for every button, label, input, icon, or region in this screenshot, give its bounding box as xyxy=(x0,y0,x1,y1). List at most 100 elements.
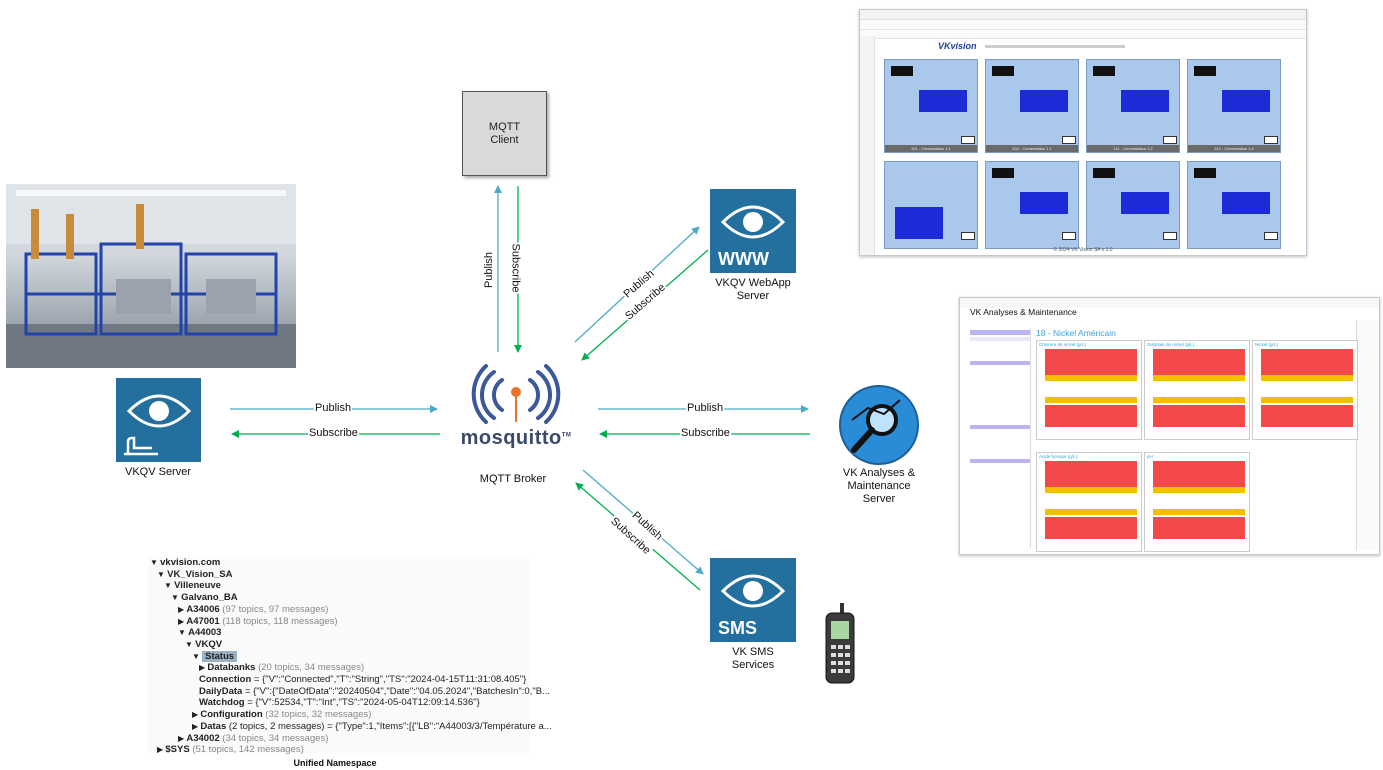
tree-node-name: DailyData xyxy=(199,685,243,697)
collapsed-caret-icon[interactable]: ▶ xyxy=(178,733,187,743)
tank-level xyxy=(1222,90,1270,112)
expanded-caret-icon[interactable]: ▼ xyxy=(171,593,182,603)
analysis-chart-title: Acide borique (g/L) xyxy=(1039,454,1078,459)
limit-band xyxy=(1045,375,1137,381)
analysis-chart[interactable]: Acide borique (g/L) xyxy=(1036,452,1142,552)
panel-caption-bar: 212 - Cementation 1.3 xyxy=(1188,145,1280,152)
eye-icon xyxy=(720,205,786,239)
analysis-chart[interactable]: Nickel (g/L) xyxy=(1252,340,1358,440)
limit-band xyxy=(1045,397,1137,403)
tree-node-name: Datas xyxy=(200,720,227,732)
tree-row[interactable]: ▼ A44003 xyxy=(148,627,530,639)
collapsed-caret-icon[interactable]: ▶ xyxy=(192,721,201,731)
tree-row[interactable]: ▼ Galvano_BA xyxy=(148,592,530,604)
expanded-caret-icon[interactable]: ▼ xyxy=(178,628,189,638)
webapp-panel-grid: 201 - Cementation 1.1 202 - Cementation 1… xyxy=(884,59,1284,249)
collapsed-caret-icon[interactable]: ▶ xyxy=(157,745,166,755)
analyses-magnifier-icon xyxy=(839,385,919,465)
tree-row[interactable]: ▼ VKQV xyxy=(148,639,530,651)
analysis-chart[interactable]: pH xyxy=(1144,452,1250,552)
expanded-caret-icon[interactable]: ▼ xyxy=(164,581,175,591)
mosquitto-wordmark: mosquittoTM xyxy=(460,427,572,449)
analysis-chart[interactable]: Sulphate de nickel (g/L) xyxy=(1144,340,1250,440)
expanded-caret-icon[interactable]: ▼ xyxy=(157,569,168,579)
limit-band xyxy=(1153,375,1245,381)
collapsed-caret-icon[interactable]: ▶ xyxy=(178,604,187,614)
process-panel[interactable] xyxy=(985,161,1079,249)
tree-node-name: VKQV xyxy=(195,638,223,650)
tree-row[interactable]: ▼ Status xyxy=(148,650,530,663)
tree-node-name: Status xyxy=(202,650,238,662)
process-panel[interactable] xyxy=(1187,161,1281,249)
analysis-chart[interactable]: Chlorure de nickel (g/L) xyxy=(1036,340,1142,440)
tank-level xyxy=(1020,192,1068,214)
collapsed-caret-icon[interactable]: ▶ xyxy=(192,710,201,720)
tree-node-name: A47001 xyxy=(186,615,220,627)
tree-row[interactable]: ▼ Villeneuve xyxy=(148,580,530,592)
tree-node-name: Watchdog xyxy=(199,697,245,709)
expanded-caret-icon[interactable]: ▼ xyxy=(192,651,203,661)
label-subscribe-analyses: Subscribe xyxy=(680,427,731,439)
analyses-app-title: VK Analyses & Maintenance xyxy=(970,307,1077,317)
panel-number-badge xyxy=(961,136,975,144)
mobile-phone-icon xyxy=(825,603,855,684)
expanded-caret-icon[interactable]: ▼ xyxy=(185,639,196,649)
unified-namespace-tree: ▼ vkvision.com▼ VK_Vision_SA▼ Villeneuve… xyxy=(148,557,552,756)
limit-band xyxy=(1261,405,1353,427)
tree-row[interactable]: Connection = {"V":"Connected","T":"Strin… xyxy=(148,674,530,686)
mqtt-client-label: MQTT Client xyxy=(488,120,521,146)
tree-row[interactable]: ▶ $SYS (51 topics, 142 messages) xyxy=(148,744,530,756)
analyses-right-toolbar xyxy=(1356,320,1379,550)
vkqv-server-caption: VKQV Server xyxy=(124,466,192,478)
tree-row[interactable]: DailyData = {"V":{"DateOfData":"20240504… xyxy=(148,685,550,698)
process-panel[interactable]: 212 - Cementation 1.3 xyxy=(1187,59,1281,153)
process-panel[interactable]: 202 - Cementation 1.1 xyxy=(985,59,1079,153)
tree-row[interactable]: Watchdog = {"V":52534,"T":"Int","TS":"20… xyxy=(148,697,530,709)
tree-node-detail: (20 topics, 34 messages) xyxy=(255,662,365,674)
webapp-logo: VKvision xyxy=(938,41,977,51)
process-panel[interactable] xyxy=(1086,161,1180,249)
process-panel[interactable]: 201 - Cementation 1.1 xyxy=(884,59,978,153)
panel-number-badge xyxy=(1062,136,1076,144)
limit-band xyxy=(1153,461,1245,487)
collapsed-caret-icon[interactable]: ▶ xyxy=(199,663,208,673)
browser-titlebar xyxy=(860,10,1306,20)
process-panel[interactable] xyxy=(884,161,978,249)
process-panel[interactable]: 211 - Cementation 1.2 xyxy=(1086,59,1180,153)
limit-band xyxy=(1261,375,1353,381)
analysis-chart-title: pH xyxy=(1147,454,1153,459)
tree-row[interactable]: ▼ VK_Vision_SA xyxy=(148,569,530,581)
limit-band xyxy=(1045,405,1137,427)
tree-row[interactable]: ▶ Databanks (20 topics, 34 messages) xyxy=(148,662,530,674)
label-publish-vkqv: Publish xyxy=(314,402,353,414)
tree-node-name: A44003 xyxy=(188,627,222,639)
broker-caption: MQTT Broker xyxy=(479,473,547,485)
browser-bookmarks xyxy=(860,30,1306,39)
tree-row[interactable]: ▼ vkvision.com xyxy=(148,557,530,569)
tree-row[interactable]: ▶ A34002 (34 topics, 34 messages) xyxy=(148,733,530,745)
limit-band xyxy=(1153,405,1245,427)
expanded-caret-icon[interactable]: ▼ xyxy=(150,558,161,567)
panel-number-badge xyxy=(1163,136,1177,144)
tree-node-detail: (118 topics, 118 messages) xyxy=(219,615,338,627)
temperature-display xyxy=(891,66,913,76)
tree-row[interactable]: ▶ Configuration (32 topics, 32 messages) xyxy=(148,709,530,721)
tree-row[interactable]: ▶ Datas (2 topics, 2 messages) = {"Type"… xyxy=(148,720,552,733)
label-subscribe-vkqv: Subscribe xyxy=(308,427,359,439)
tree-node-name: $SYS xyxy=(165,744,190,756)
temperature-display xyxy=(992,168,1014,178)
analyses-chart-title: 18 - Nickel Américain xyxy=(1036,328,1116,338)
tree-node-name: Connection xyxy=(199,674,252,686)
tree-row[interactable]: ▶ A34006 (97 topics, 97 messages) xyxy=(148,604,530,616)
limit-band xyxy=(1153,517,1245,539)
tree-node-detail: = {"V":{"DateOfData":"20240504","Date":"… xyxy=(242,685,550,697)
tree-row[interactable]: ▶ A47001 (118 topics, 118 messages) xyxy=(148,616,530,628)
webapp-sidebar xyxy=(860,36,875,255)
eye-icon xyxy=(126,394,191,428)
sms-services-caption: VK SMS Services xyxy=(731,646,775,671)
analyses-sidebar xyxy=(970,328,1031,548)
collapsed-caret-icon[interactable]: ▶ xyxy=(178,616,187,626)
temperature-display xyxy=(1093,168,1115,178)
panel-caption-bar: 202 - Cementation 1.1 xyxy=(986,145,1078,152)
hand-icon xyxy=(124,436,158,456)
